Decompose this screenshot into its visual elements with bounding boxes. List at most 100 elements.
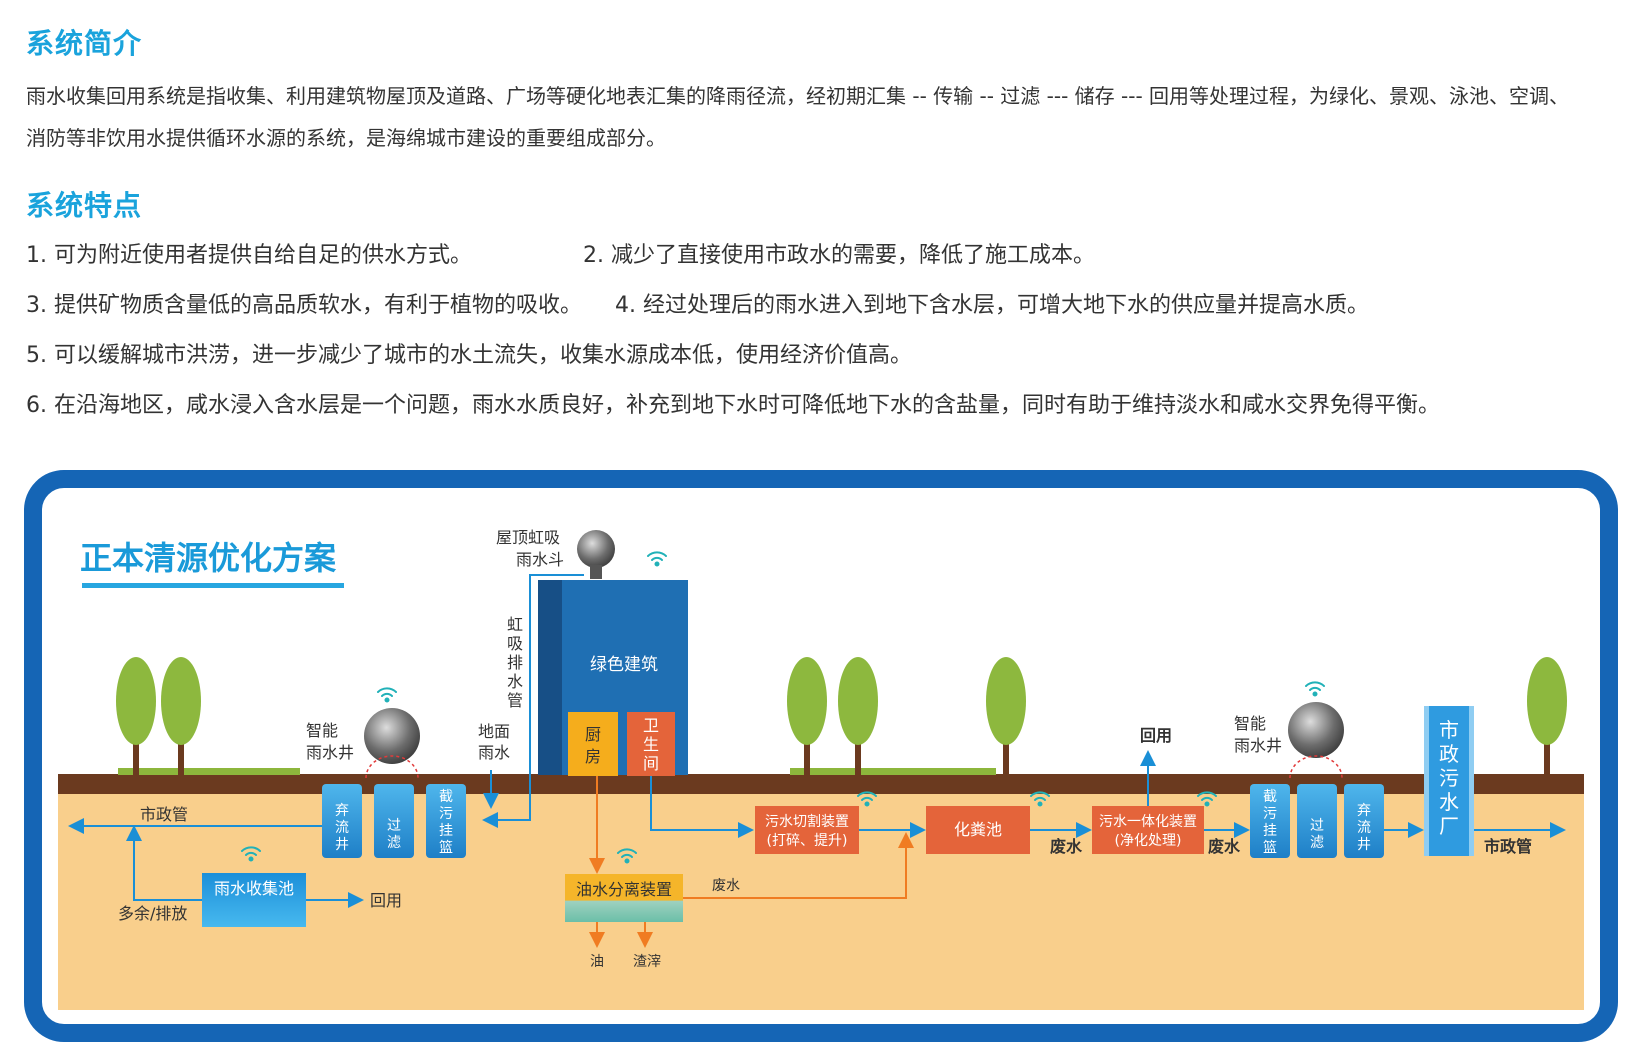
smart-well-left-label-1: 智能 (306, 721, 338, 740)
filter-right (1297, 784, 1337, 858)
discard-well-left-char-3: 井 (335, 837, 349, 853)
discard-well-right (1344, 784, 1384, 858)
sewage-integrated-unit (1092, 806, 1204, 854)
toilet-char-3: 间 (643, 754, 659, 773)
smart-well-right-label-2: 雨水井 (1234, 736, 1282, 755)
rain-collection-pool (202, 873, 306, 927)
basket-right-char-4: 篮 (1263, 840, 1277, 856)
tree-1 (116, 657, 156, 775)
kitchen-box (568, 712, 618, 776)
filter-left-char-1: 过 (387, 818, 401, 834)
feature-item-6: 6. 在沿海地区，咸水浸入含水层是一个问题，雨水水质良好，补充到地下水时可降低地… (26, 393, 1440, 418)
tree-4 (838, 657, 878, 775)
wifi-icon (647, 551, 667, 567)
basket-right-char-2: 污 (1263, 806, 1277, 822)
overflow-label: 多余/排放 (118, 904, 187, 923)
wifi-icon (617, 848, 637, 864)
plant-char-1: 市 (1439, 718, 1459, 742)
title-underline (82, 583, 344, 588)
basket-left-char-4: 篮 (439, 840, 453, 856)
wifi-icon (857, 791, 877, 807)
wifi-icon (1030, 791, 1050, 807)
wifi-icon (1305, 681, 1325, 697)
plant-char-2: 政 (1439, 742, 1459, 766)
siphon-pipe-char-5: 管 (507, 691, 523, 710)
discard-well-left-char-1: 弃 (335, 803, 349, 819)
residue-label: 渣滓 (633, 953, 661, 970)
basket-left-char-1: 截 (439, 789, 453, 805)
integrated-reuse-label: 回用 (1140, 726, 1172, 745)
municipal-pipe-left-label: 市政管 (140, 805, 188, 824)
sewage-cutter-label-1: 污水切割装置 (765, 813, 849, 830)
plant-char-4: 水 (1439, 790, 1459, 814)
discard-well-left-char-2: 流 (335, 820, 349, 836)
siphon-pipe-char-4: 水 (507, 672, 523, 691)
smart-well-left-icon (364, 708, 420, 764)
oil-label: 油 (590, 954, 604, 970)
sewage-integrated-label-1: 污水一体化装置 (1099, 814, 1197, 830)
siphon-pipe-char-1: 虹 (507, 615, 523, 634)
filter-left (374, 784, 414, 858)
roof-siphon-icon (577, 530, 615, 568)
roof-siphon-label-1: 屋顶虹吸 (496, 528, 560, 547)
tree-2 (161, 657, 201, 775)
oil-water-separator (565, 874, 683, 922)
overflow-arrow (126, 825, 202, 901)
kitchen-char-2: 房 (585, 747, 601, 766)
intro-line-1: 雨水收集回用系统是指收集、利用建筑物屋顶及道路、广场等硬化地表汇集的降雨径流，经… (26, 84, 1570, 108)
intro-paragraph: 雨水收集回用系统是指收集、利用建筑物屋顶及道路、广场等硬化地表汇集的降雨径流，经… (26, 75, 1616, 159)
toilet-char-1: 卫 (643, 716, 659, 735)
filter-right-char-1: 过 (1310, 818, 1324, 834)
discard-well-right-char-3: 井 (1357, 837, 1371, 853)
siphon-pipe-char-3: 排 (507, 653, 523, 672)
toilet-box (627, 712, 675, 776)
building-side (538, 580, 566, 775)
kitchen-char-1: 厨 (585, 725, 601, 744)
siphon-pipe-line (482, 574, 584, 828)
separator-waste-arrow (683, 832, 914, 899)
sewage-cutter (755, 806, 859, 854)
basket-left-char-2: 污 (439, 806, 453, 822)
rain-pool-label: 雨水收集池 (214, 879, 294, 898)
pool-reuse-label: 回用 (370, 891, 402, 910)
intercept-basket-right (1250, 784, 1290, 858)
intro-line-2: 消防等非饮用水提供循环水源的系统，是海绵城市建设的重要组成部分。 (26, 126, 666, 150)
ground-rain-label-2: 雨水 (478, 743, 510, 762)
wifi-icon (1197, 791, 1217, 807)
feature-item-5: 5. 可以缓解城市洪涝，进一步减少了城市的水土流失，收集水源成本低，使用经济价值… (26, 343, 912, 368)
feature-item-2: 2. 减少了直接使用市政水的需要，降低了施工成本。 (583, 243, 1095, 268)
discard-well-right-char-2: 流 (1357, 820, 1371, 836)
basket-right-char-1: 截 (1263, 789, 1277, 805)
plant-char-5: 厂 (1439, 814, 1459, 838)
discard-well-left (322, 784, 362, 858)
tree-6 (1527, 657, 1567, 775)
feature-item-3: 3. 提供矿物质含量低的高品质软水，有利于植物的吸收。 (26, 293, 582, 318)
ground-rain-label-1: 地面 (478, 722, 510, 741)
toilet-char-2: 生 (643, 735, 659, 754)
grass-middle (790, 768, 996, 775)
feature-item-1: 1. 可为附近使用者提供自给自足的供水方式。 (26, 243, 472, 268)
siphon-pipe-char-2: 吸 (507, 634, 523, 653)
wifi-icon (377, 687, 397, 703)
grass-left (118, 768, 300, 775)
filter-right-char-2: 滤 (1310, 835, 1324, 851)
municipal-sewage-plant (1424, 706, 1474, 856)
tree-3 (787, 657, 827, 775)
roof-siphon-label-2: 雨水斗 (516, 550, 564, 569)
plant-char-3: 污 (1439, 766, 1459, 790)
smart-well-left-label-2: 雨水井 (306, 743, 354, 762)
features-heading: 系统特点 (26, 189, 143, 222)
diagram-title: 正本清源优化方案 (80, 539, 337, 577)
septic-tank-label: 化粪池 (954, 820, 1002, 839)
feature-item-4: 4. 经过处理后的雨水进入到地下含水层，可增大地下水的供应量并提高水质。 (615, 293, 1369, 318)
sewage-cutter-label-2: (打碎、提升) (767, 832, 848, 849)
integrated-waste-label: 废水 (1208, 837, 1241, 856)
sewage-integrated-label-2: (净化处理) (1115, 833, 1182, 849)
basket-right-char-3: 挂 (1263, 823, 1277, 839)
basket-left-char-3: 挂 (439, 823, 453, 839)
tree-5 (986, 657, 1026, 775)
green-building-label: 绿色建筑 (590, 655, 658, 675)
oil-separator-label: 油水分离装置 (576, 880, 672, 899)
septic-tank (926, 806, 1030, 854)
